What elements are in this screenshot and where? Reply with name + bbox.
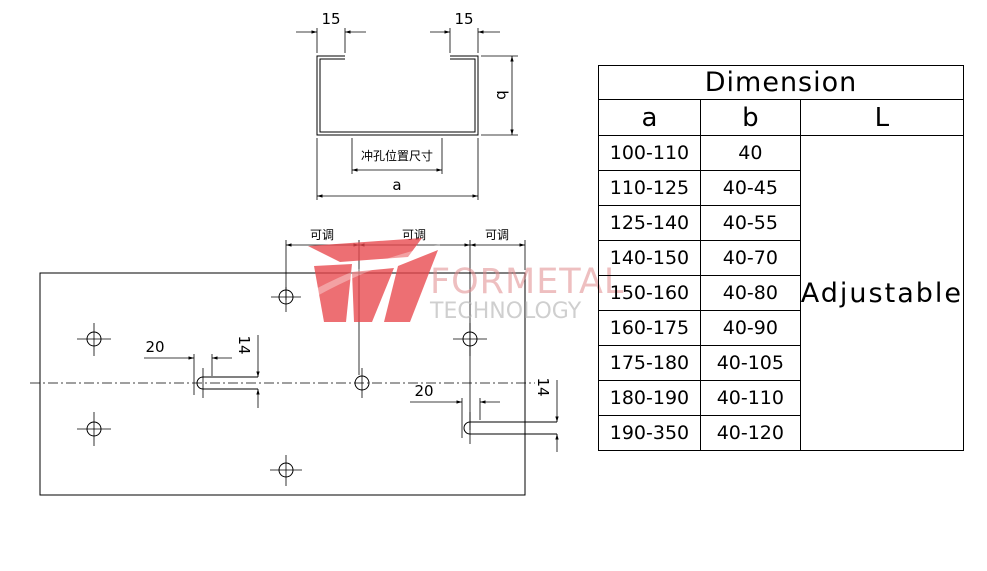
cell-L-adjustable: Adjustable bbox=[799, 135, 965, 451]
adjustable-label-1: 可调 bbox=[310, 228, 334, 242]
hole-center bbox=[354, 368, 370, 398]
cell-a: 125-140 bbox=[598, 205, 701, 241]
header-b: b bbox=[699, 99, 801, 136]
logo-text-line2: TECHNOLOGY bbox=[429, 299, 582, 324]
table-row: 100-110 40 Adjustable bbox=[598, 135, 965, 451]
header-L: L bbox=[799, 99, 965, 136]
height-label: b bbox=[493, 90, 511, 100]
dimension-adjustable-row: 可调 可调 可调 bbox=[285, 228, 526, 430]
hole-top-right bbox=[453, 323, 487, 356]
cell-b: 40-55 bbox=[699, 205, 801, 241]
hole-bottom-left bbox=[77, 412, 111, 446]
table-title: Dimension bbox=[598, 65, 964, 100]
cell-b: 40-70 bbox=[699, 240, 801, 276]
slot-right-height-value: 14 bbox=[534, 377, 552, 396]
dimension-slot-right-length: 20 bbox=[410, 382, 500, 438]
slot-right bbox=[463, 412, 557, 444]
cell-b: 40-80 bbox=[699, 275, 801, 311]
table-row: 160-175 40-90 bbox=[598, 310, 964, 346]
logo-text-line1: FORMETAL bbox=[430, 262, 624, 302]
cell-a: 100-110 bbox=[598, 135, 701, 171]
header-a: a bbox=[598, 99, 701, 136]
slot-left-length-value: 20 bbox=[145, 338, 164, 356]
hole-top-center bbox=[271, 287, 301, 312]
hole-top-left bbox=[77, 323, 111, 356]
dimension-slot-right-height: 14 bbox=[534, 377, 559, 452]
formetal-logo-watermark: FORMETAL TECHNOLOGY bbox=[296, 238, 624, 324]
dimension-width-a: a bbox=[316, 138, 479, 200]
flat-plate-outline bbox=[39, 272, 526, 496]
hole-bottom-center bbox=[270, 455, 302, 486]
slot-right-length-value: 20 bbox=[414, 382, 433, 400]
dimension-table: Dimension a b L 100-110 40 Adjustable 11… bbox=[598, 65, 965, 451]
dimension-flange-right: 15 bbox=[430, 10, 500, 53]
cell-b: 40-45 bbox=[699, 170, 801, 206]
table-row: 175-180 40-105 bbox=[598, 345, 964, 381]
flange-right-value: 15 bbox=[454, 10, 473, 28]
table-row: 110-125 40-45 bbox=[598, 170, 964, 206]
table-row: 180-190 40-110 bbox=[598, 380, 964, 416]
width-label: a bbox=[392, 176, 401, 194]
cell-b: 40-105 bbox=[699, 345, 801, 381]
cell-a: 180-190 bbox=[598, 380, 701, 416]
adjustable-label-3: 可调 bbox=[485, 228, 509, 242]
cell-b: 40 bbox=[699, 135, 801, 171]
cell-b: 40-110 bbox=[699, 380, 801, 416]
dimension-slot-left-length: 20 bbox=[144, 338, 232, 395]
cell-a: 160-175 bbox=[598, 310, 701, 346]
slot-left bbox=[196, 368, 258, 398]
cell-a: 110-125 bbox=[598, 170, 701, 206]
hole-position-label: 冲孔位置尺寸 bbox=[361, 148, 433, 163]
cell-b: 40-120 bbox=[699, 415, 801, 451]
table-row: 125-140 40-55 bbox=[598, 205, 964, 241]
dimension-slot-left-height: 14 bbox=[235, 335, 260, 408]
table-row: 150-160 40-80 bbox=[598, 275, 964, 311]
cell-a: 175-180 bbox=[598, 345, 701, 381]
dimension-flange-left: 15 bbox=[296, 10, 366, 53]
cell-a: 150-160 bbox=[598, 275, 701, 311]
table-row: 190-350 40-120 bbox=[598, 415, 964, 451]
c-profile-section bbox=[316, 55, 479, 136]
logo-mark bbox=[308, 238, 422, 262]
dimension-hole-position: 冲孔位置尺寸 bbox=[351, 138, 443, 174]
flange-left-value: 15 bbox=[321, 10, 340, 28]
cell-a: 140-150 bbox=[598, 240, 701, 276]
cell-a: 190-350 bbox=[598, 415, 701, 451]
slot-left-height-value: 14 bbox=[235, 335, 253, 354]
cell-b: 40-90 bbox=[699, 310, 801, 346]
dimension-height-b: b bbox=[481, 55, 518, 136]
